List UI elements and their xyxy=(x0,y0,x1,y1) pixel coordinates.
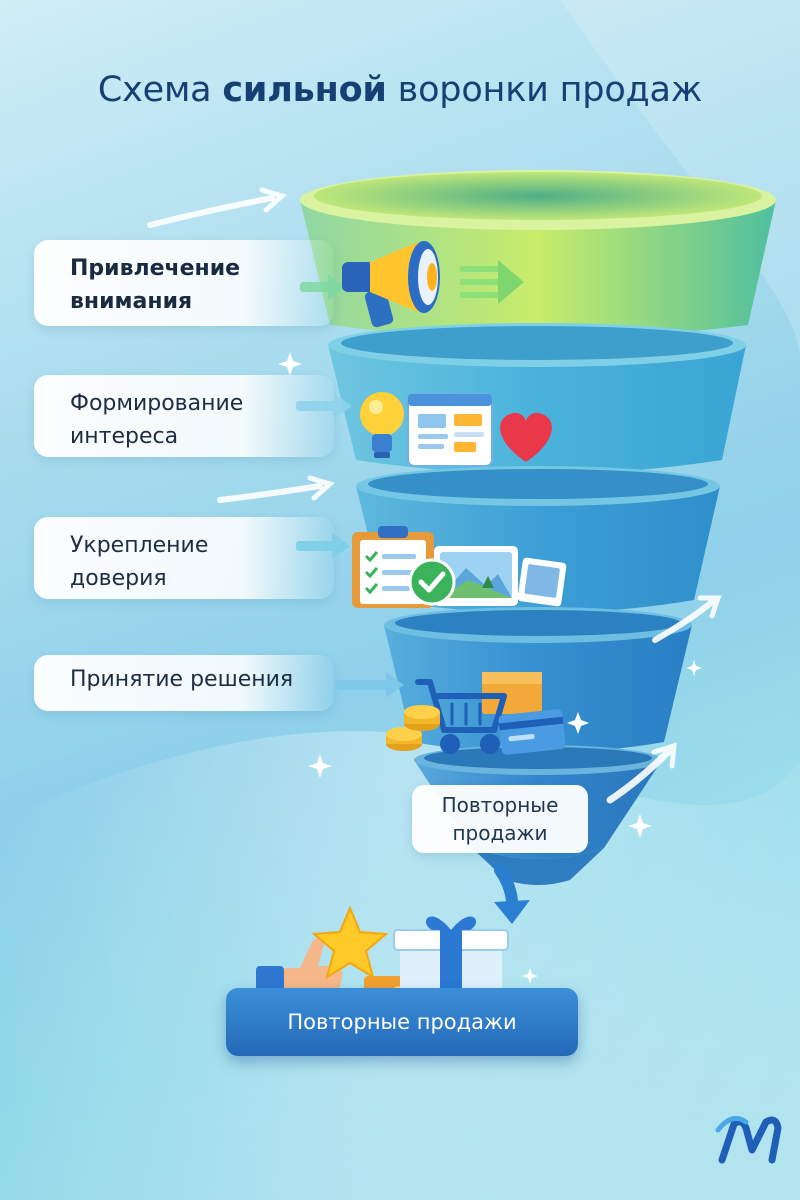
swoosh-arrows xyxy=(147,187,722,804)
stage-card-interest: Формирование интереса xyxy=(34,375,334,457)
stage-card-attention: Привлечение внимания xyxy=(34,240,334,326)
arrow-right-icon xyxy=(296,533,350,559)
result-bar-repeat-sales: Повторные продажи xyxy=(226,988,578,1056)
funnel-layer-decision xyxy=(384,607,692,753)
heart-icon xyxy=(500,412,552,462)
stage-card-trust: Укрепление доверия xyxy=(34,517,334,599)
lightbulb-icon xyxy=(360,392,404,458)
arrow-right-icon xyxy=(296,393,352,419)
credit-card-icon xyxy=(498,709,566,755)
down-arrow-icon xyxy=(494,864,530,924)
arrow-right-icon xyxy=(336,672,404,698)
star-icon xyxy=(311,905,389,980)
browser-window-icon xyxy=(407,393,493,467)
arrow-right-icon xyxy=(300,274,346,300)
stage-card-repeat: Повторные продажи xyxy=(412,785,588,853)
coins-icon xyxy=(386,705,440,751)
photo-icon xyxy=(434,546,567,607)
box-icon xyxy=(482,672,542,714)
page-title: Схема сильной воронки продаж xyxy=(97,70,703,110)
stage-card-decision: Принятие решения xyxy=(34,655,334,711)
shopping-cart-icon xyxy=(415,679,507,754)
megaphone-icon xyxy=(342,241,524,328)
logo-m-icon xyxy=(715,1115,782,1164)
checkmark-badge-icon xyxy=(408,558,456,606)
